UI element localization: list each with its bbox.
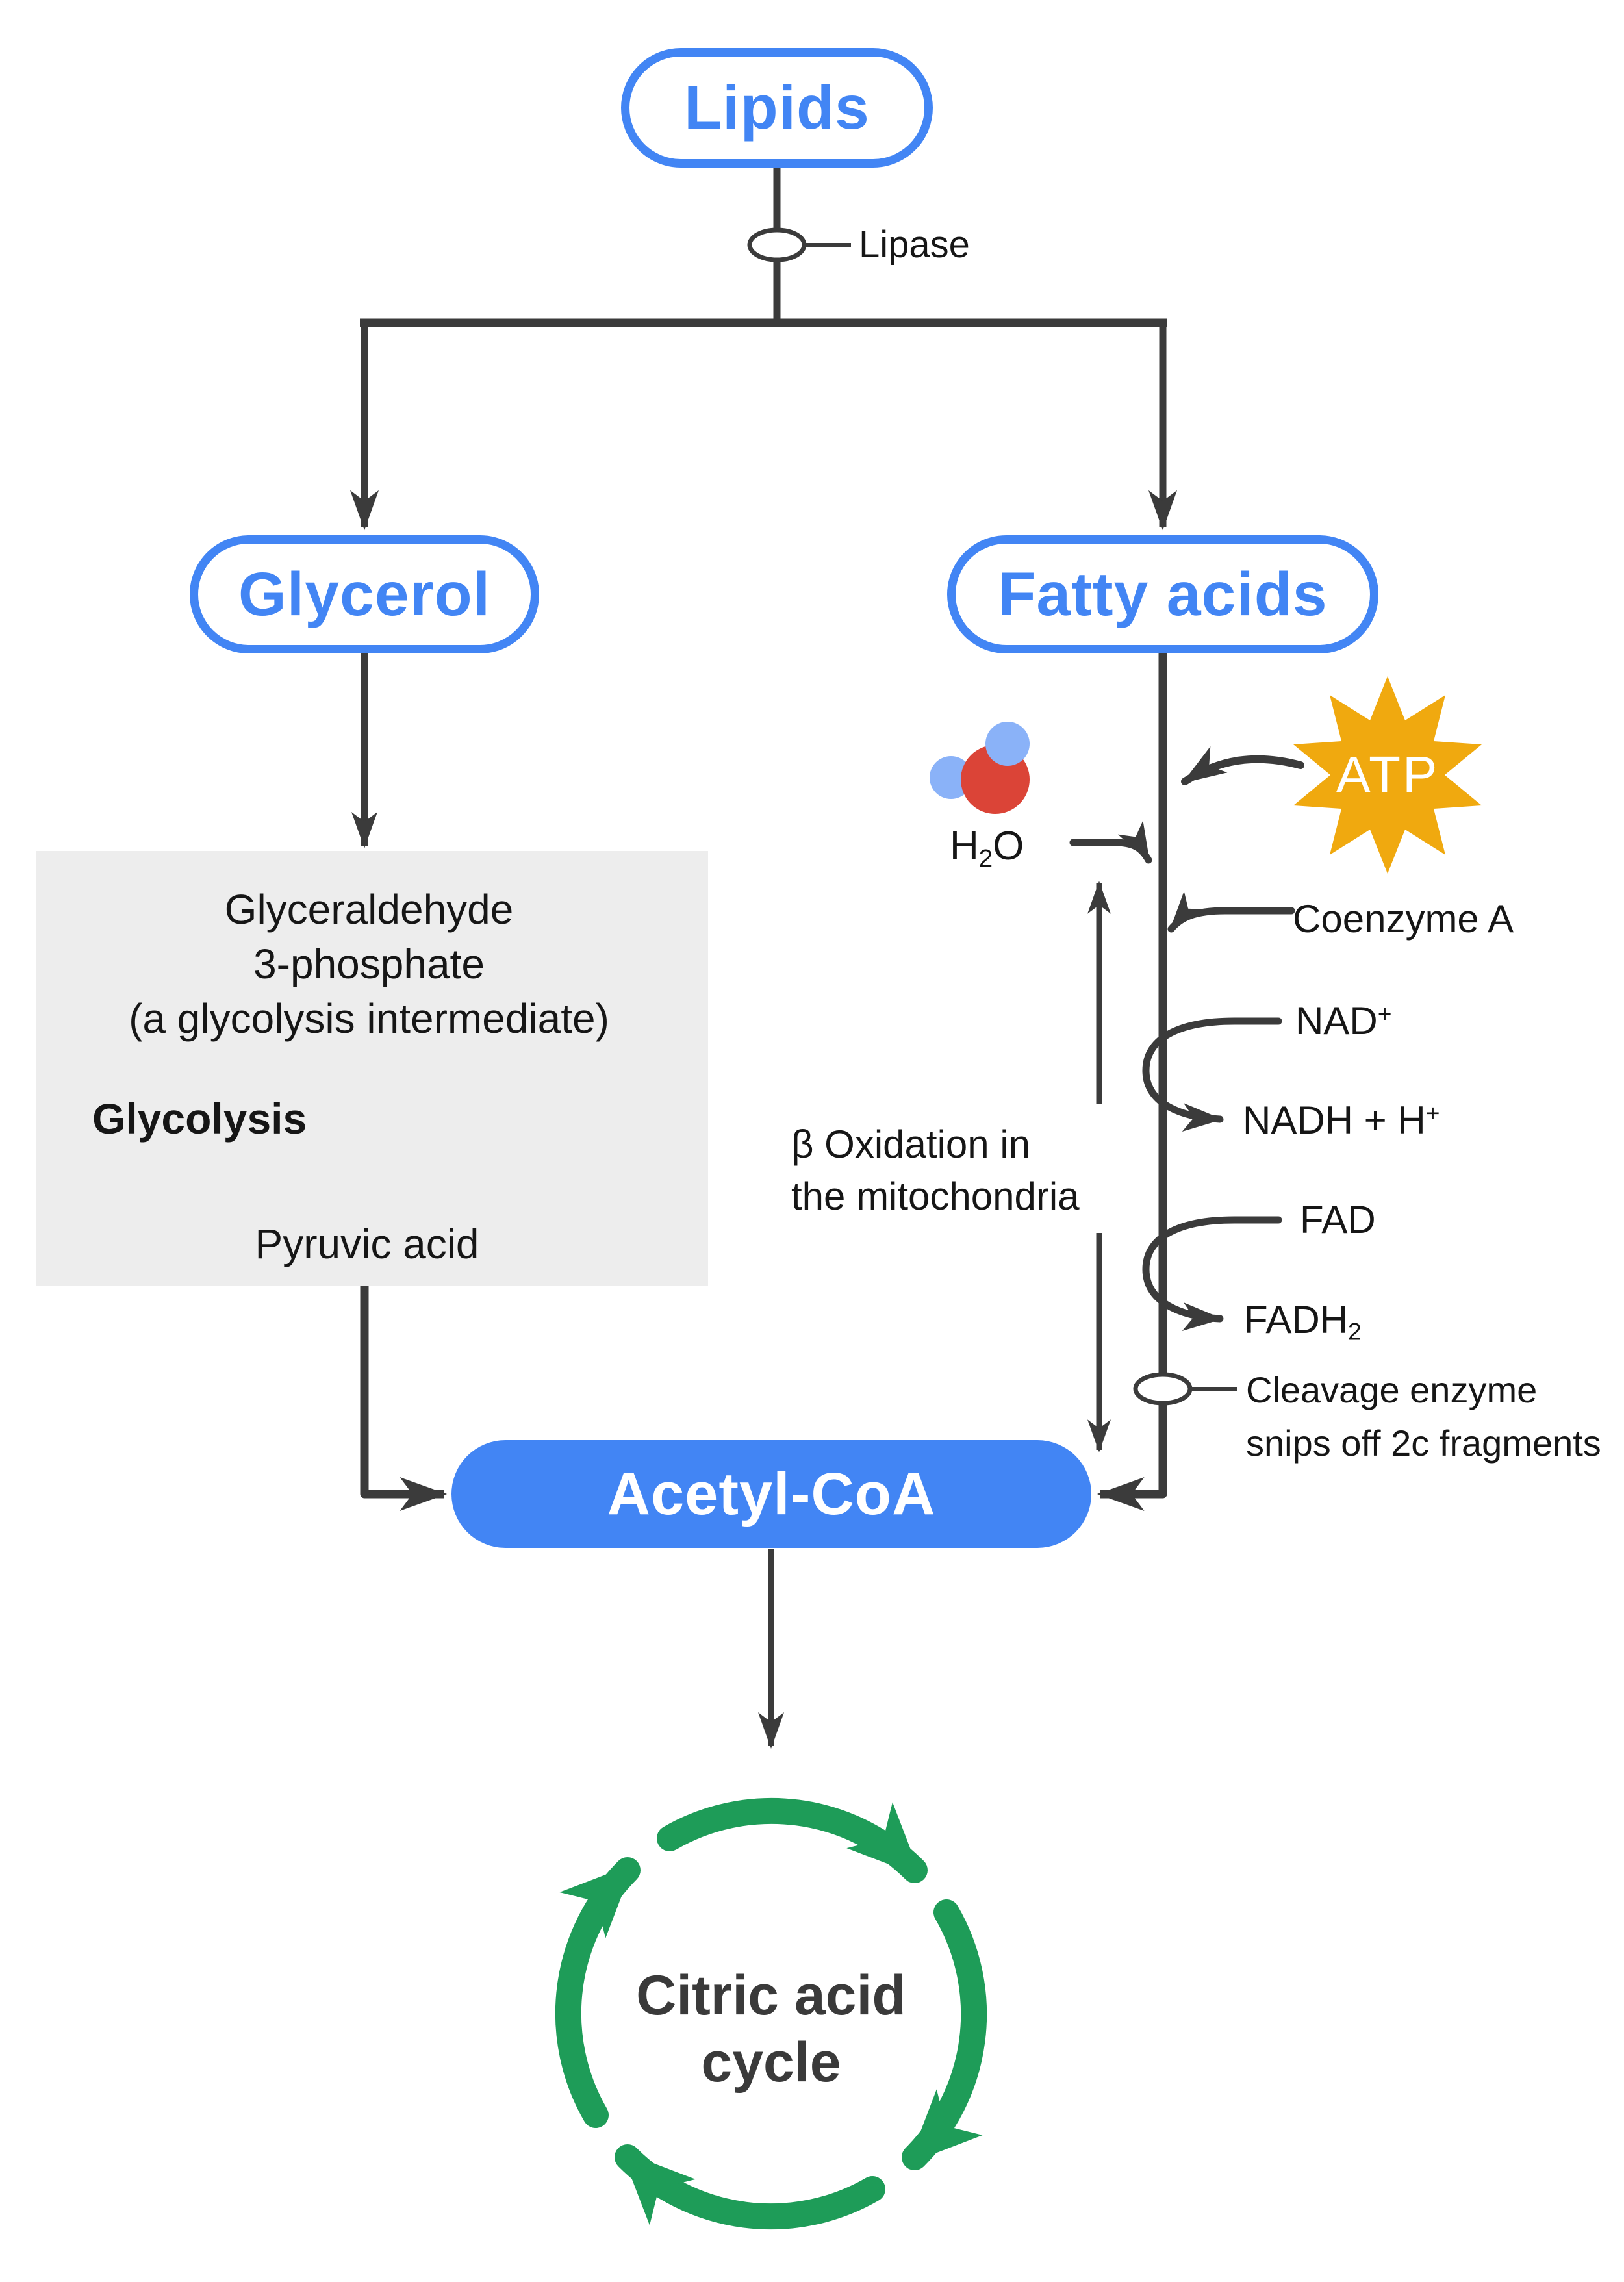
- atp-star-icon: [1293, 676, 1482, 874]
- acetyl-coa-label: Acetyl-CoA: [607, 1460, 936, 1527]
- lipase-enzyme-icon: [747, 227, 807, 262]
- fatty-acid-to-acetyl-arrow: [1097, 653, 1167, 1511]
- citric-cycle-label-line2: cycle: [701, 2031, 841, 2094]
- cleavage-enzyme-icon: [1133, 1372, 1193, 1406]
- lipids-label: Lipids: [684, 73, 870, 142]
- cleavage-label-line2: snips off 2c fragments: [1246, 1423, 1601, 1464]
- atp-label: ATP: [1336, 746, 1440, 804]
- cycle-arc-left: [555, 1857, 641, 2128]
- atp-input-arrow: [1181, 746, 1304, 785]
- nadh-label: NADH + H+: [1243, 1098, 1440, 1142]
- fatty-acids-label: Fatty acids: [998, 559, 1328, 629]
- lipase-label: Lipase: [859, 223, 970, 266]
- water-molecule-icon: [930, 722, 1030, 814]
- fadh2-label: FADH2: [1244, 1298, 1362, 1345]
- node-lipids: Lipids: [621, 48, 933, 168]
- h2o-label: H2O: [950, 824, 1024, 872]
- node-fatty-acids: Fatty acids: [947, 535, 1378, 653]
- pyruvate-to-acetyl-arrow: [360, 1286, 448, 1511]
- glycerol-label: Glycerol: [238, 559, 491, 629]
- h2o-input-arrow: [1069, 820, 1152, 864]
- nad-to-nadh-arc: [1142, 1017, 1282, 1132]
- citric-cycle-arrows-icon: [555, 1797, 987, 2230]
- coenzyme-a-input-arrow: [1167, 891, 1295, 933]
- cycle-arc-right: [902, 1899, 987, 2170]
- cycle-arc-bottom: [615, 2144, 885, 2230]
- node-acetyl-coa: Acetyl-CoA: [451, 1440, 1091, 1548]
- glycolysis-box: [36, 851, 708, 1286]
- g3p-label-line2: 3-phosphate: [253, 941, 485, 987]
- cleavage-label-line1: Cleavage enzyme: [1246, 1369, 1538, 1410]
- fad-to-fadh2-arc: [1142, 1216, 1282, 1331]
- fad-label: FAD: [1300, 1198, 1376, 1241]
- beta-oxidation-label-line2: the mitochondria: [791, 1174, 1080, 1218]
- pyruvic-acid-label: Pyruvic acid: [255, 1221, 479, 1267]
- nad-label: NAD+: [1295, 999, 1392, 1043]
- beta-oxidation-label-line1: β Oxidation in: [791, 1122, 1031, 1166]
- cycle-arc-top: [657, 1797, 928, 1883]
- coenzyme-a-label: Coenzyme A: [1293, 897, 1514, 941]
- g3p-label-line3: (a glycolysis intermediate): [129, 995, 609, 1042]
- node-glycerol: Glycerol: [190, 535, 539, 653]
- glycolysis-label: Glycolysis: [92, 1095, 307, 1143]
- g3p-label-line1: Glyceraldehyde: [224, 886, 514, 933]
- citric-cycle-label-line1: Citric acid: [636, 1964, 906, 2027]
